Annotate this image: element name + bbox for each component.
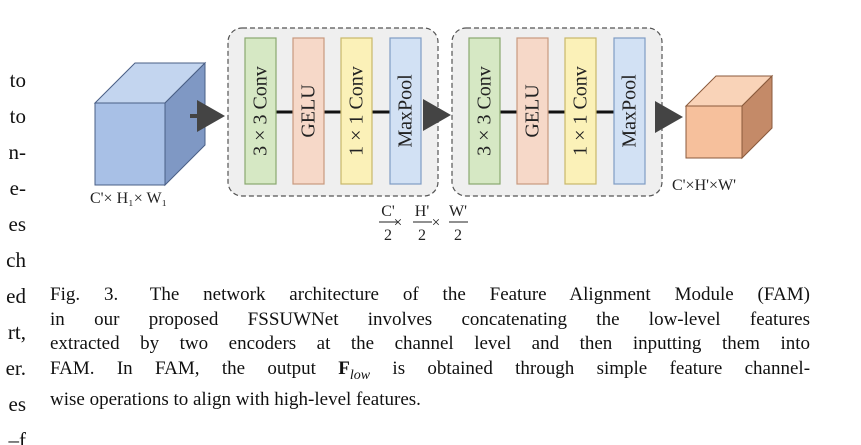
figure-caption: Fig. 3. The network architecture of the … <box>50 283 810 412</box>
layer-label: 3 × 3 Conv <box>474 66 496 156</box>
times-sign: × <box>394 215 402 231</box>
channel-fraction-numerator: C' <box>381 203 395 220</box>
layer-box <box>244 37 277 185</box>
times-sign: × <box>432 215 440 231</box>
layer-label: 1 × 1 Conv <box>570 66 592 156</box>
caption-line-4b: is obtained through simple feature chann… <box>392 357 811 379</box>
left-column-fragment: –f <box>8 428 27 445</box>
layer-box <box>613 37 646 185</box>
caption-line-3: extracted by two encoders at the channel… <box>50 333 810 354</box>
layer-label: MaxPool <box>619 74 641 148</box>
layer-box <box>468 37 501 185</box>
left-column-fragment: to <box>9 104 26 128</box>
caption-line-4a: FAM. In FAM, the output <box>50 357 316 379</box>
figure-label: Fig. 3. <box>50 284 119 305</box>
left-column-fragment: to <box>9 68 26 92</box>
input-feature-cube <box>93 61 207 187</box>
layer-box <box>516 37 549 185</box>
left-column-text: to to n-e-es ch ed rt, er. es –f <box>0 0 30 445</box>
output-dimension-label: C'×H'×W' <box>672 177 736 194</box>
cube-front-face <box>685 105 743 159</box>
channel-fraction-denominator: 2 <box>384 227 392 244</box>
left-column-fragment: e- <box>9 176 26 200</box>
layer-label: GELU <box>298 84 320 138</box>
height-fraction-denominator: 2 <box>418 227 426 244</box>
left-column-fragment: ed <box>6 284 26 308</box>
input-dimension-label: C'× H₁× W₁ <box>90 190 167 207</box>
layer-box <box>340 37 373 185</box>
caption-line-1: The network architecture of the Feature … <box>149 284 810 305</box>
cube-front-face <box>94 102 166 186</box>
left-column-fragment: er. <box>5 356 26 380</box>
width-fraction-numerator: W' <box>449 203 467 220</box>
output-feature-cube <box>684 74 774 160</box>
left-column-fragment: rt, <box>7 320 26 344</box>
width-fraction-denominator: 2 <box>454 227 462 244</box>
layer-label: 1 × 1 Conv <box>346 66 368 156</box>
left-column-fragment: es <box>8 392 27 416</box>
layer-label: MaxPool <box>395 74 417 148</box>
layer-box <box>564 37 597 185</box>
caption-line-5: wise operations to align with high-level… <box>50 388 421 410</box>
caption-line-2: in our proposed FSSUWNet involves concat… <box>50 308 810 330</box>
layer-box <box>389 37 422 185</box>
left-column-fragment: es <box>8 212 27 236</box>
height-fraction-numerator: H' <box>415 203 430 220</box>
output-variable: Flow <box>338 357 371 383</box>
layer-label: GELU <box>522 84 544 138</box>
layer-box <box>292 37 325 185</box>
left-column-fragment: n- <box>8 140 27 164</box>
left-column-fragment: ch <box>6 248 26 272</box>
layer-label: 3 × 3 Conv <box>250 66 272 156</box>
